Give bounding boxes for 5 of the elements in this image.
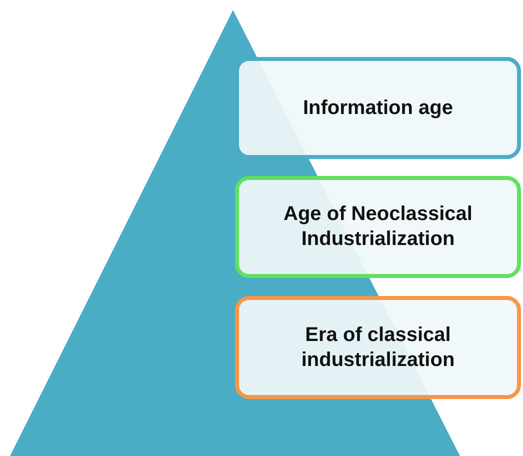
level-box	[235, 296, 521, 399]
level-label: Age of Neoclassical Industrialization	[282, 202, 474, 252]
level-label: Era of classical industrialization	[300, 322, 456, 372]
level-box	[235, 176, 521, 278]
level-label: Information age	[302, 96, 454, 120]
